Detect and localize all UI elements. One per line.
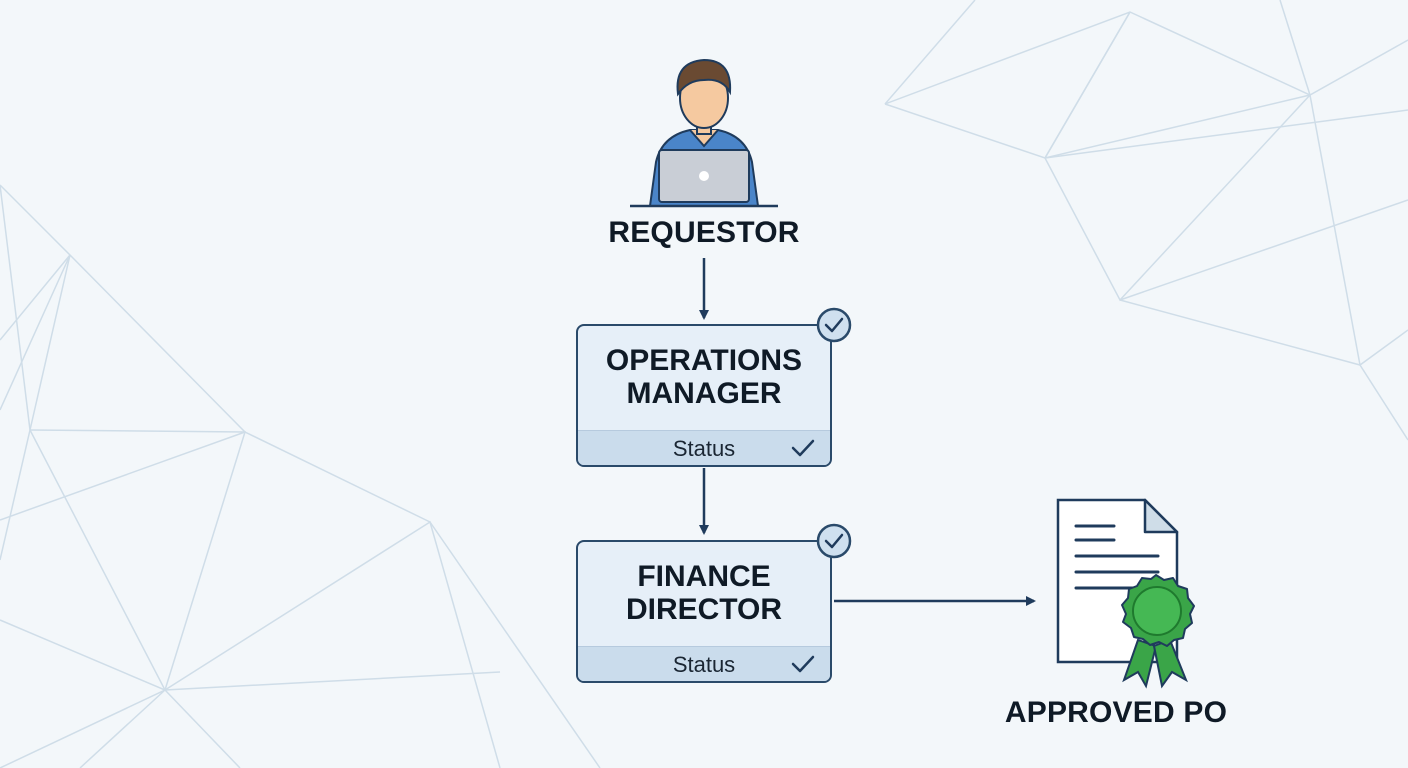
operations-manager-node: OPERATIONS MANAGER Status (576, 324, 832, 467)
finance-director-title-line-1: FINANCE (637, 560, 771, 593)
operations-manager-title: OPERATIONS MANAGER (578, 344, 830, 410)
checkmark-icon (791, 439, 815, 457)
finance-director-node: FINANCE DIRECTOR Status (576, 540, 832, 683)
finance-director-status-label: Status (672, 652, 736, 677)
approved-po-label: APPROVED PO (1004, 696, 1228, 729)
check-circle-icon (816, 523, 852, 559)
operations-manager-title-line-1: OPERATIONS (605, 344, 803, 377)
operations-manager-status-bar: Status (578, 430, 830, 465)
operations-manager-title-line-2: MANAGER (626, 377, 782, 410)
operations-manager-status-label: Status (672, 436, 736, 461)
check-circle-icon (816, 307, 852, 343)
finance-director-title-line-2: DIRECTOR (625, 593, 783, 626)
requestor-label: REQUESTOR (608, 216, 800, 249)
finance-director-status-bar: Status (578, 646, 830, 681)
checkmark-icon (791, 655, 815, 673)
finance-director-title: FINANCE DIRECTOR (578, 560, 830, 626)
